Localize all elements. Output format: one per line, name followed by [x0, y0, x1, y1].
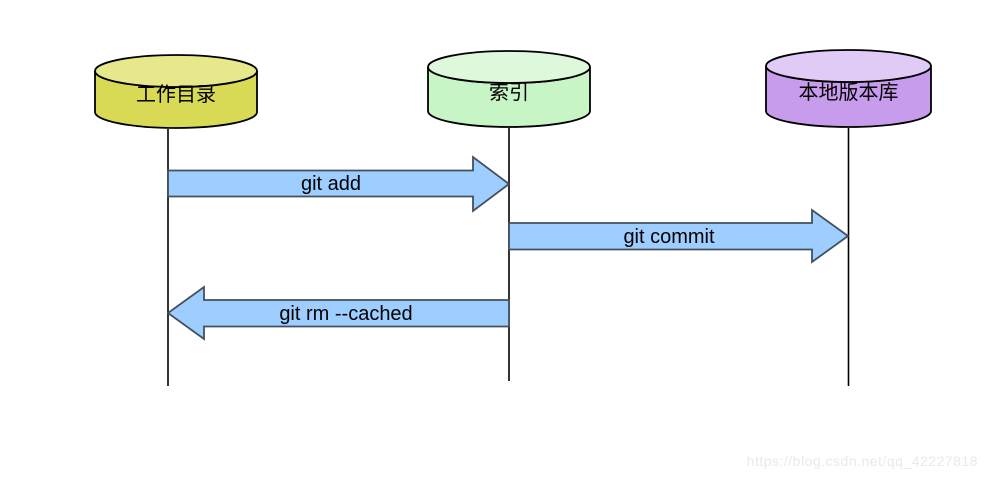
arrow-label-git-rm-cached: git rm --cached: [279, 303, 413, 325]
cylinder-top: [765, 49, 932, 83]
arrow-git-rm-cached: [166, 285, 510, 341]
cylinder-index: [427, 50, 591, 128]
node-label-index: 索引: [489, 82, 529, 104]
node-label-working-directory: 工作目录: [136, 84, 216, 106]
cylinder-working-directory: [94, 54, 258, 129]
cylinder-top: [94, 54, 258, 88]
cylinder-top: [427, 50, 591, 84]
arrow-label-git-add: git add: [300, 173, 362, 195]
arrow-git-add: [167, 155, 511, 213]
node-label-local-repository: 本地版本库: [798, 82, 899, 104]
arrow-git-commit: [508, 208, 850, 264]
cylinder-local-repository: [765, 49, 932, 128]
watermark-url: https://blog.csdn.net/qq_42227818: [746, 453, 978, 469]
arrow-label-git-commit: git commit: [623, 226, 715, 248]
